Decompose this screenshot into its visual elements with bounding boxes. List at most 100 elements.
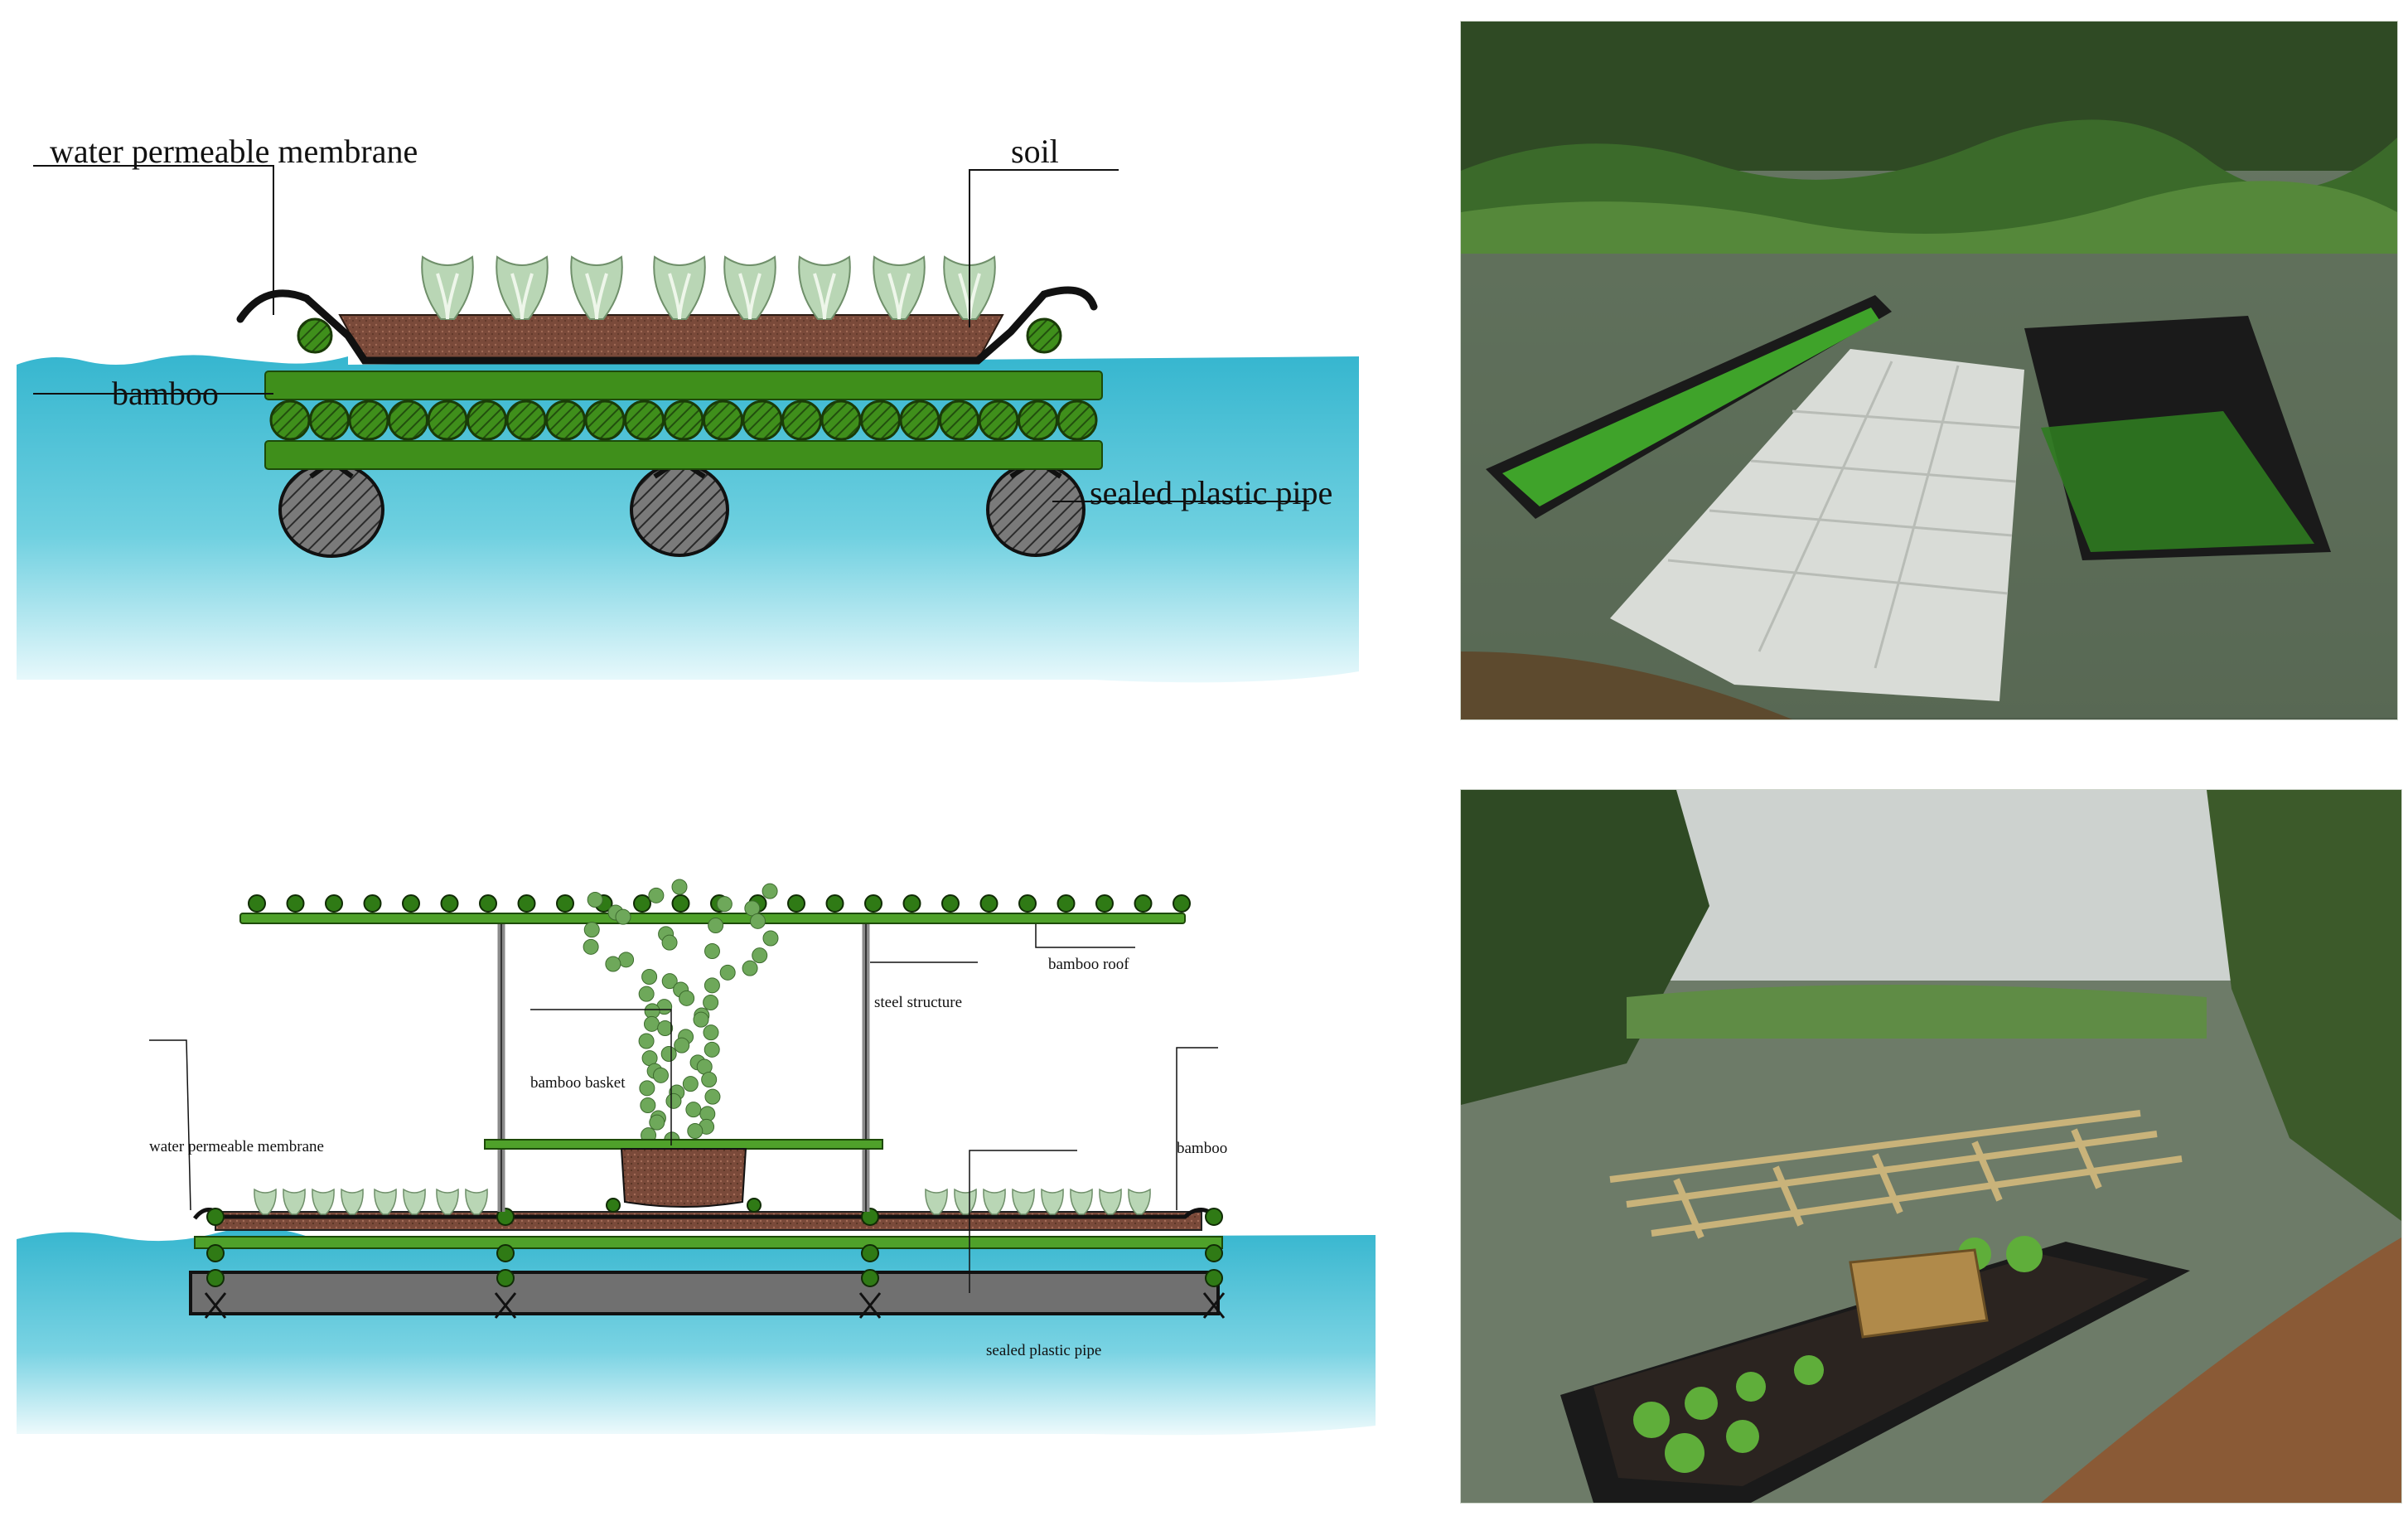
bamboo-culm: [467, 400, 507, 441]
vine-leaf: [605, 956, 621, 972]
vine-leaf: [704, 943, 720, 959]
small-vegetable: [983, 1188, 1006, 1215]
roof-culm: [941, 894, 960, 913]
small-vegetable: [436, 1188, 459, 1215]
roof-culm: [671, 894, 690, 913]
roof-culm: [1173, 894, 1191, 913]
leader-roof: [1035, 924, 1135, 948]
small-vegetable: [341, 1188, 364, 1215]
bamboo-culm: [703, 400, 743, 441]
vine-leaf: [752, 947, 768, 964]
vine-leaf: [750, 913, 766, 929]
roof-culm: [517, 894, 536, 913]
vine-leaf: [703, 1024, 719, 1041]
bamboo-culm: [899, 400, 940, 441]
post-tie: [1202, 1208, 1226, 1319]
bok-choy-plant: [873, 255, 926, 320]
label-bamboo: bamboo: [112, 375, 219, 412]
roof-culm: [1018, 894, 1037, 913]
small-vegetable: [1128, 1188, 1151, 1215]
vine-leaf: [687, 1123, 704, 1139]
small-vegetable: [283, 1188, 306, 1215]
roof-culm: [902, 894, 921, 913]
small-vegetable: [1099, 1188, 1122, 1215]
vine-leaf: [639, 1080, 655, 1097]
soil-bed: [338, 314, 1004, 361]
bamboo-culm: [388, 400, 428, 441]
roof-culm: [825, 894, 844, 913]
pipe-left: [278, 462, 384, 558]
vine-leaf: [583, 922, 600, 938]
vine-leaf: [674, 1037, 690, 1053]
top-diagram-drawing: [17, 165, 1359, 683]
bamboo-bar-lower: [264, 440, 1103, 470]
bamboo-culm: [939, 400, 979, 441]
bamboo-culm: [309, 400, 350, 441]
vine-leaf: [716, 896, 733, 913]
label-sealed-plastic-pipe: sealed plastic pipe: [1090, 474, 1333, 511]
vine-leaf: [704, 1041, 720, 1058]
post-ties: [204, 1208, 1226, 1319]
label-bamboo-roof: bamboo roof: [1048, 956, 1129, 973]
small-vegetable: [465, 1188, 488, 1215]
bok-choy-plant: [570, 255, 623, 320]
small-vegetable: [1070, 1188, 1093, 1215]
bamboo-culm: [427, 400, 468, 441]
bok-choy-plant: [421, 255, 474, 320]
bamboo-culm: [663, 400, 704, 441]
bamboo-culm: [781, 400, 822, 441]
sealed-pipe-bar: [189, 1271, 1220, 1315]
roof-culm: [402, 894, 420, 913]
vine-leaf: [679, 990, 695, 1006]
bamboo-culm: [624, 400, 665, 441]
vine-leaf: [671, 879, 688, 895]
label-steel-structure: steel structure: [874, 994, 963, 1011]
roof-culm: [363, 894, 382, 913]
label-sealed-plastic-pipe-b: sealed plastic pipe: [986, 1342, 1102, 1359]
label-soil: soil: [1011, 133, 1059, 170]
roof-culm: [248, 894, 266, 913]
post-tie: [204, 1208, 227, 1319]
bok-choy-plant: [723, 255, 776, 320]
roof-culm: [979, 894, 998, 913]
membrane-bamboo-left: [297, 317, 333, 354]
vine-leaf: [742, 960, 758, 976]
roof-culm: [556, 894, 574, 913]
leader-bamboo-b: [1176, 1047, 1218, 1210]
vine-leaf: [648, 887, 665, 903]
small-vegetable: [1041, 1188, 1064, 1215]
vine-leaf: [661, 934, 678, 951]
vine-leaf: [652, 1067, 669, 1083]
small-vegetable: [374, 1188, 397, 1215]
roof-culm: [633, 894, 651, 913]
bok-choy-plant: [798, 255, 851, 320]
vine-leaf: [638, 1033, 655, 1049]
bamboo-culm: [820, 400, 862, 441]
roof-culm: [1057, 894, 1076, 913]
vine-leaf: [643, 1015, 660, 1032]
vine-leaf: [649, 1114, 665, 1131]
vine-leaf: [685, 1102, 702, 1118]
bamboo-bar-upper: [264, 371, 1103, 400]
vine-leaf: [657, 1020, 674, 1036]
bamboo-culm: [545, 400, 586, 441]
label-water-permeable-membrane-b: water permeable membrane: [149, 1138, 324, 1155]
small-vegetable: [925, 1188, 948, 1215]
roof-bamboo-culms: [248, 894, 1191, 913]
vine-leaf: [640, 1097, 656, 1113]
bamboo-culm: [1057, 400, 1098, 441]
leader-basket: [530, 1009, 672, 1145]
bamboo-culm: [1018, 400, 1058, 441]
vine-leaf: [762, 930, 779, 947]
bamboo-deck: [194, 1236, 1223, 1249]
small-vegetable: [403, 1188, 426, 1215]
vine-leaf: [615, 908, 631, 925]
roof-culm: [286, 894, 305, 913]
vine-leaf: [704, 1088, 721, 1105]
vine-leaf: [701, 1072, 718, 1087]
roof-culm: [864, 894, 882, 913]
bok-choy-plant: [653, 255, 706, 320]
pipe-middle: [630, 463, 729, 557]
bamboo-culm: [584, 400, 626, 441]
vegetables-bottom: [254, 1188, 1151, 1215]
